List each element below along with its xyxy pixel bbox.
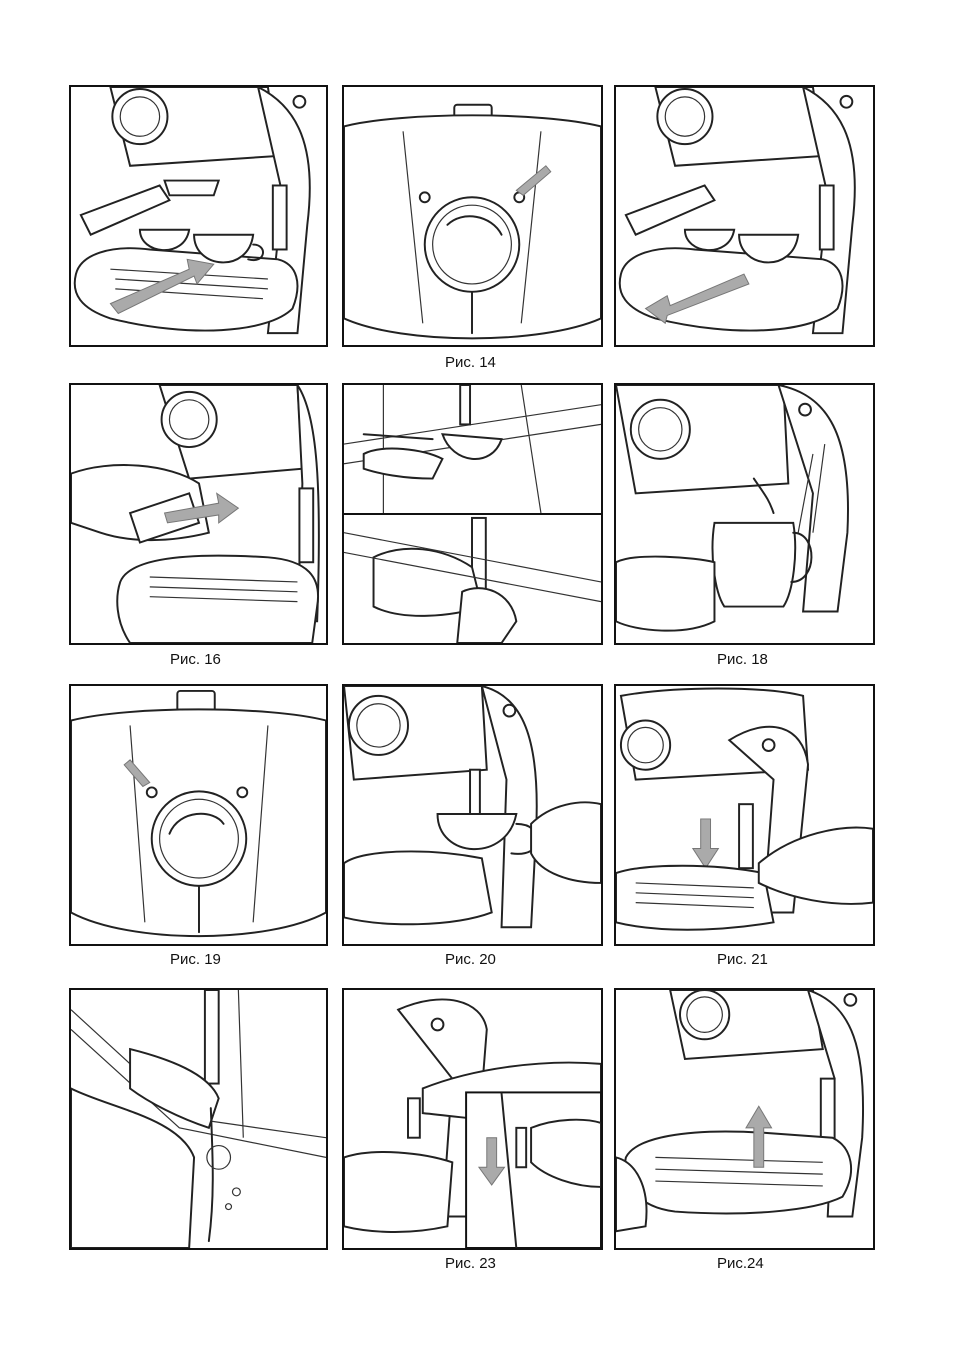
figure-panel-control-knob-19 <box>69 684 328 946</box>
figure-caption: Рис. 21 <box>717 951 768 968</box>
froth-milk-illustration <box>616 385 873 643</box>
figure-caption: Рис. 20 <box>445 951 496 968</box>
figure-caption: Рис. 14 <box>445 354 496 371</box>
figure-panel-remove-drip-tray <box>614 988 875 1250</box>
figure-caption: Рис. 19 <box>170 951 221 968</box>
figure-caption: Рис. 16 <box>170 651 221 668</box>
remove-drip-tray-illustration <box>616 990 873 1248</box>
remove-filter-holder-illustration <box>71 385 326 643</box>
figure-panel-remove-filter-holder <box>69 383 328 645</box>
figure-panel-espresso-two-cups-2 <box>614 85 875 347</box>
install-nozzle-illustration <box>344 990 601 1248</box>
pour-milk-illustration <box>344 686 601 944</box>
figure-panel-rinse-nozzle-sink <box>69 988 328 1250</box>
figure-caption: Рис. 23 <box>445 1255 496 1272</box>
figure-panel-steam-nozzle-remove <box>614 684 875 946</box>
espresso-two-cups-illustration-2 <box>616 87 873 345</box>
steam-nozzle-remove-illustration <box>616 686 873 944</box>
rinse-nozzle-sink-illustration <box>71 990 326 1248</box>
figure-panel-pour-milk <box>342 684 603 946</box>
figure-caption: Рис.24 <box>717 1255 764 1272</box>
control-knob-illustration-19 <box>71 686 326 944</box>
figure-caption: Рис. 18 <box>717 651 768 668</box>
figure-panel-install-nozzle <box>342 988 603 1250</box>
figure-panel-control-knob-14 <box>342 85 603 347</box>
espresso-two-cups-illustration <box>71 87 326 345</box>
figure-panel-rinse-nozzle <box>342 383 603 645</box>
figure-panel-espresso-two-cups <box>69 85 328 347</box>
figure-panel-froth-milk <box>614 383 875 645</box>
control-knob-illustration <box>344 87 601 345</box>
rinse-nozzle-illustration <box>344 385 601 643</box>
